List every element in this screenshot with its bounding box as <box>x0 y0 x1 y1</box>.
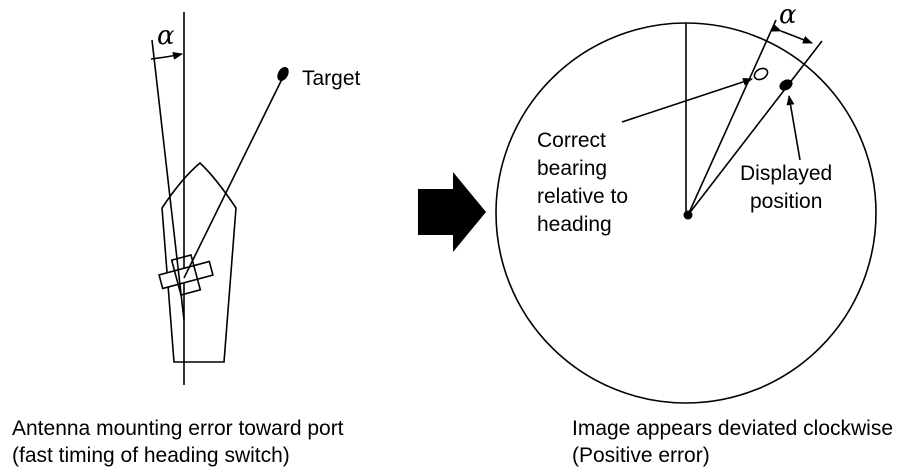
right-caption-line-1: Image appears deviated clockwise <box>572 417 894 440</box>
correct-bearing-label-3: relative to <box>537 185 629 208</box>
displayed-position-leader <box>786 95 801 161</box>
displayed-position-label-2: position <box>750 190 823 213</box>
target-label: Target <box>302 67 361 90</box>
displayed-bearing-line <box>687 40 823 216</box>
radar-display <box>495 19 877 404</box>
alpha-arc <box>150 51 183 60</box>
left-caption-line-2: (fast timing of heading switch) <box>12 444 290 467</box>
correct-bearing-label-2: bearing <box>537 157 608 180</box>
ship-hull <box>161 161 237 363</box>
left-alpha-label: α <box>157 21 175 51</box>
right-alpha-label: α <box>779 0 797 30</box>
correct-bearing-leader <box>621 78 753 123</box>
ship-diagram <box>150 12 289 385</box>
target-blip <box>277 67 289 81</box>
displayed-position-marker <box>779 79 793 91</box>
radar-origin-dot <box>683 210 693 220</box>
alpha-dimension-line <box>771 24 813 44</box>
correct-bearing-label-1: Correct <box>537 129 606 152</box>
correct-position-marker <box>753 67 769 81</box>
displayed-position-label-1: Displayed <box>740 162 833 185</box>
correct-bearing-line <box>687 19 777 216</box>
left-caption-line-1: Antenna mounting error toward port <box>12 417 344 440</box>
antenna-axis-line <box>151 39 185 321</box>
target-bearing-line <box>183 74 285 279</box>
right-caption-line-2: (Positive error) <box>572 444 710 467</box>
transition-arrow <box>418 172 486 252</box>
correct-bearing-label-4: heading <box>537 213 612 236</box>
